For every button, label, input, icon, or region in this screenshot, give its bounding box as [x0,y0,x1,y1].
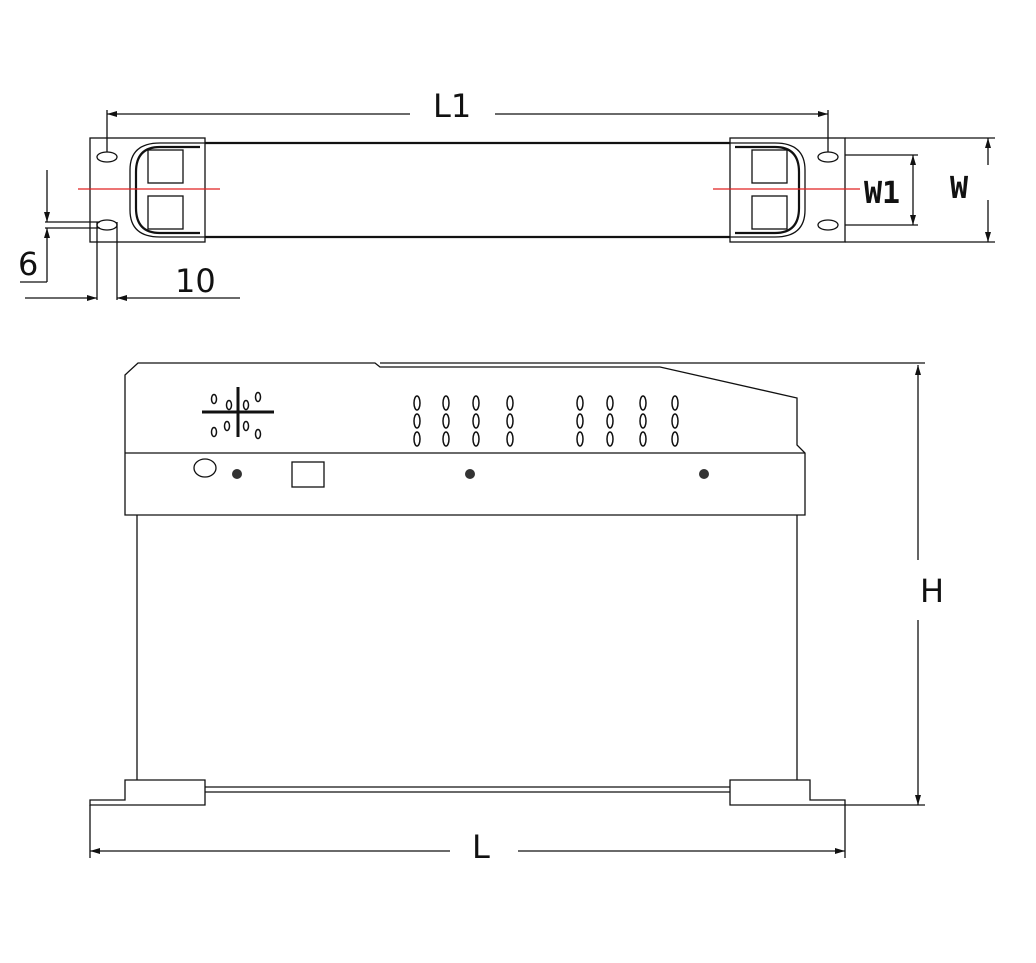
vent-slot [639,395,647,411]
top-housing [124,362,806,516]
left-foot [89,779,206,806]
vent-slot [576,431,584,447]
vent-slot [671,395,679,411]
screw [232,469,242,479]
vent-slot [671,431,679,447]
top-view [20,110,995,301]
label-box [291,461,325,488]
vent-hole [254,391,262,403]
vent-hole [210,393,218,405]
left-flange [89,137,206,243]
vent-slot [506,413,514,429]
vent-slot [506,395,514,411]
dim-label-L: L [472,828,490,866]
vent-slot [413,395,421,411]
dim-label-hole-spacing: 10 [175,262,216,300]
vent-slot [639,431,647,447]
vent-slot [472,413,480,429]
right-foot [729,779,846,806]
vent-slot [606,395,614,411]
vent-hole [254,428,262,440]
vent-hole [210,426,218,438]
dim-label-H: H [920,572,944,610]
vent-slot [442,413,450,429]
vent-slot [442,431,450,447]
mounting-hole [96,151,118,163]
right-terminal-outline [730,142,806,238]
vent-slot [606,413,614,429]
mounting-hole [817,151,839,163]
indicator-lamp [193,458,217,478]
screw [699,469,709,479]
vent-hole [223,420,231,432]
dim-label-hole-offset: 6 [18,245,38,283]
vent-hole [225,399,233,411]
dim-label-W1: W1 [864,176,900,211]
vent-hole [242,420,250,432]
vent-cross [202,387,274,437]
mounting-hole [817,219,839,231]
front-view [89,362,846,806]
vent-slot [472,395,480,411]
vent-hole [242,399,250,411]
screw [465,469,475,479]
vent-slot [472,431,480,447]
vent-slot [671,413,679,429]
vent-slot [639,413,647,429]
vent-slot [413,431,421,447]
vent-slot [413,413,421,429]
left-terminal-outline [129,142,205,238]
vent-slot [576,413,584,429]
vent-slot [506,431,514,447]
right-flange [729,137,846,243]
vent-slot [606,431,614,447]
vent-slot [442,395,450,411]
dim-label-L1: L1 [433,87,471,125]
vent-slot [576,395,584,411]
dim-label-W: W [950,171,969,206]
